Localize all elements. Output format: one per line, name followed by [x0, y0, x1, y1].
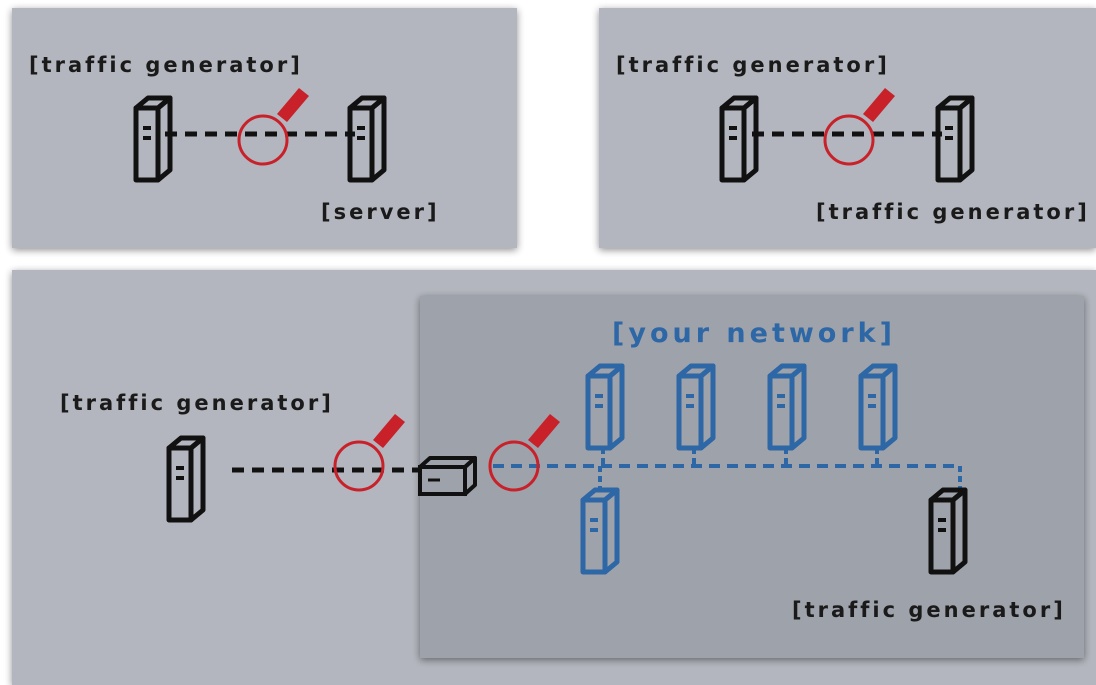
network-area [420, 296, 1084, 658]
label-network: [your network] [612, 318, 896, 349]
panel-top-left: [traffic generator] [server] [12, 8, 517, 248]
label-traffic-generator: [traffic generator] [816, 200, 1090, 224]
label-traffic-generator: [traffic generator] [792, 598, 1066, 622]
label-traffic-generator: [traffic generator] [29, 53, 303, 77]
panel-top-right: [traffic generator] [traffic generator] [599, 8, 1096, 248]
label-server: [server] [321, 200, 440, 224]
label-traffic-generator: [traffic generator] [616, 53, 890, 77]
panel-bottom: [your network] [traffic generator] [traf… [12, 270, 1096, 685]
router-icon [418, 456, 477, 496]
label-traffic-generator: [traffic generator] [60, 391, 334, 415]
